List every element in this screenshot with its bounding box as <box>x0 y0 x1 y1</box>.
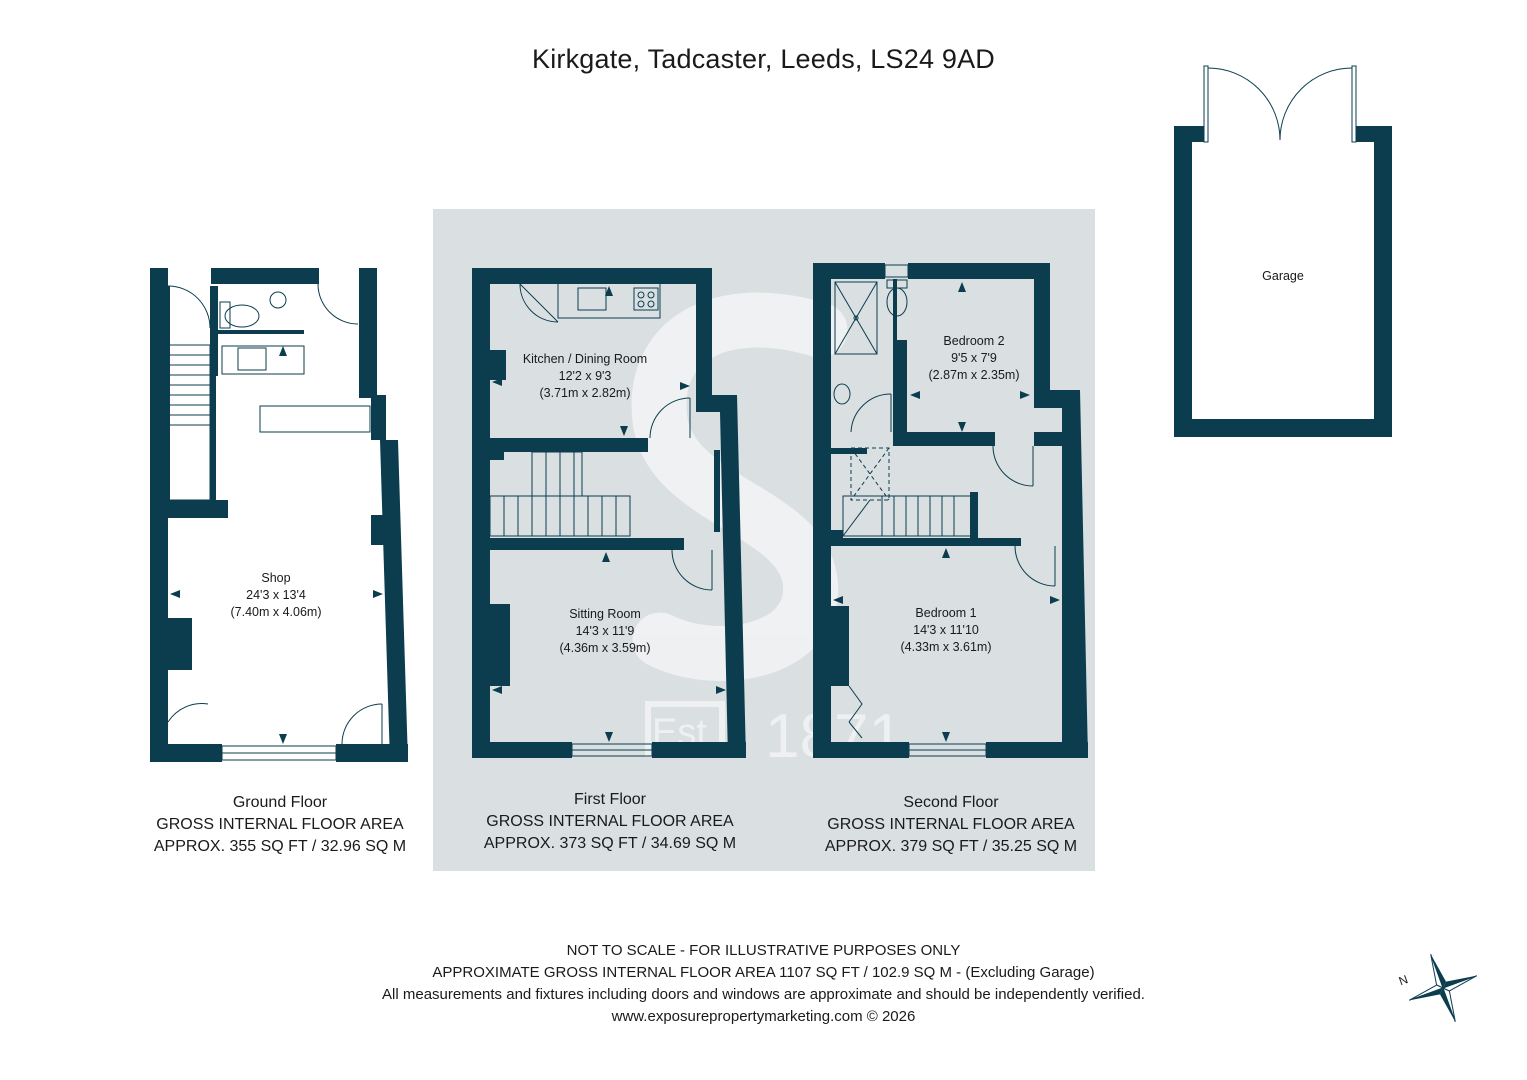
kitchen-metric: (3.71m x 2.82m) <box>539 386 631 400</box>
bedroom-2-label: Bedroom 2 9'5 x 7'9 (2.87m x 2.35m) <box>914 333 1034 384</box>
footer-notes: NOT TO SCALE - FOR ILLUSTRATIVE PURPOSES… <box>0 940 1527 1028</box>
kitchen-imperial: 12'2 x 9'3 <box>558 369 612 383</box>
first-floor-caption: First Floor GROSS INTERNAL FLOOR AREA AP… <box>460 789 760 855</box>
first-floor-markers <box>492 286 726 742</box>
sitting-room-name: Sitting Room <box>569 607 641 621</box>
bedroom-2-imperial: 9'5 x 7'9 <box>951 351 997 365</box>
bedroom-2-name: Bedroom 2 <box>943 334 1005 348</box>
bedroom-1-imperial: 14'3 x 11'10 <box>913 623 979 637</box>
page-title: Kirkgate, Tadcaster, Leeds, LS24 9AD <box>532 44 995 74</box>
ground-floor-fixtures <box>167 283 383 761</box>
ground-floor-caption: Ground Floor GROSS INTERNAL FLOOR AREA A… <box>130 792 430 858</box>
first-floor-area-label: GROSS INTERNAL FLOOR AREA <box>486 813 734 830</box>
sitting-room-imperial: 14'3 x 11'9 <box>575 624 635 638</box>
garage-name: Garage <box>1262 269 1304 283</box>
bedroom-1-metric: (4.33m x 3.61m) <box>900 640 992 654</box>
garage-label: Garage <box>1233 268 1333 285</box>
ground-floor-area-label: GROSS INTERNAL FLOOR AREA <box>156 816 404 833</box>
footer-website-link[interactable]: www.exposurepropertymarketing.com © 2026 <box>611 1008 916 1025</box>
second-floor-plan <box>813 263 1088 758</box>
shop-label: Shop 24'3 x 13'4 (7.40m x 4.06m) <box>216 570 336 621</box>
second-floor-fixtures <box>833 264 1056 757</box>
second-floor-caption: Second Floor GROSS INTERNAL FLOOR AREA A… <box>801 792 1101 858</box>
garage-plan <box>1174 65 1392 437</box>
second-floor-area: APPROX. 379 SQ FT / 35.25 SQ M <box>824 838 1078 855</box>
shop-metric: (7.40m x 4.06m) <box>230 605 322 619</box>
bedroom-1-name: Bedroom 1 <box>915 606 977 620</box>
ground-floor-plan <box>150 268 408 762</box>
bedroom-2-metric: (2.87m x 2.35m) <box>928 368 1020 382</box>
watermark-year: 1871 <box>765 702 903 771</box>
second-floor-markers <box>833 282 1060 742</box>
footer-total-area: APPROXIMATE GROSS INTERNAL FLOOR AREA 11… <box>432 964 1095 981</box>
kitchen-label: Kitchen / Dining Room 12'2 x 9'3 (3.71m … <box>505 351 665 402</box>
ground-floor-name: Ground Floor <box>232 794 328 811</box>
second-floor-name: Second Floor <box>903 794 999 811</box>
first-floor-area: APPROX. 373 SQ FT / 34.69 SQ M <box>483 835 737 852</box>
footer-verification-note: All measurements and fixtures including … <box>382 986 1145 1003</box>
first-floor-name: First Floor <box>574 791 646 808</box>
ground-floor-markers <box>170 346 383 744</box>
sitting-room-label: Sitting Room 14'3 x 11'9 (4.36m x 3.59m) <box>535 606 675 657</box>
sitting-room-metric: (4.36m x 3.59m) <box>559 641 651 655</box>
shop-name: Shop <box>261 571 291 585</box>
first-floor-fixtures <box>489 269 713 757</box>
shop-imperial: 24'3 x 13'4 <box>246 588 306 602</box>
bedroom-1-label: Bedroom 1 14'3 x 11'10 (4.33m x 3.61m) <box>886 605 1006 656</box>
first-floor-plan <box>472 268 746 758</box>
compass-rose-icon <box>1408 954 1478 1022</box>
second-floor-area-label: GROSS INTERNAL FLOOR AREA <box>827 816 1075 833</box>
kitchen-name: Kitchen / Dining Room <box>522 352 648 366</box>
footer-disclaimer: NOT TO SCALE - FOR ILLUSTRATIVE PURPOSES… <box>566 942 961 959</box>
ground-floor-area: APPROX. 355 SQ FT / 32.96 SQ M <box>153 838 407 855</box>
